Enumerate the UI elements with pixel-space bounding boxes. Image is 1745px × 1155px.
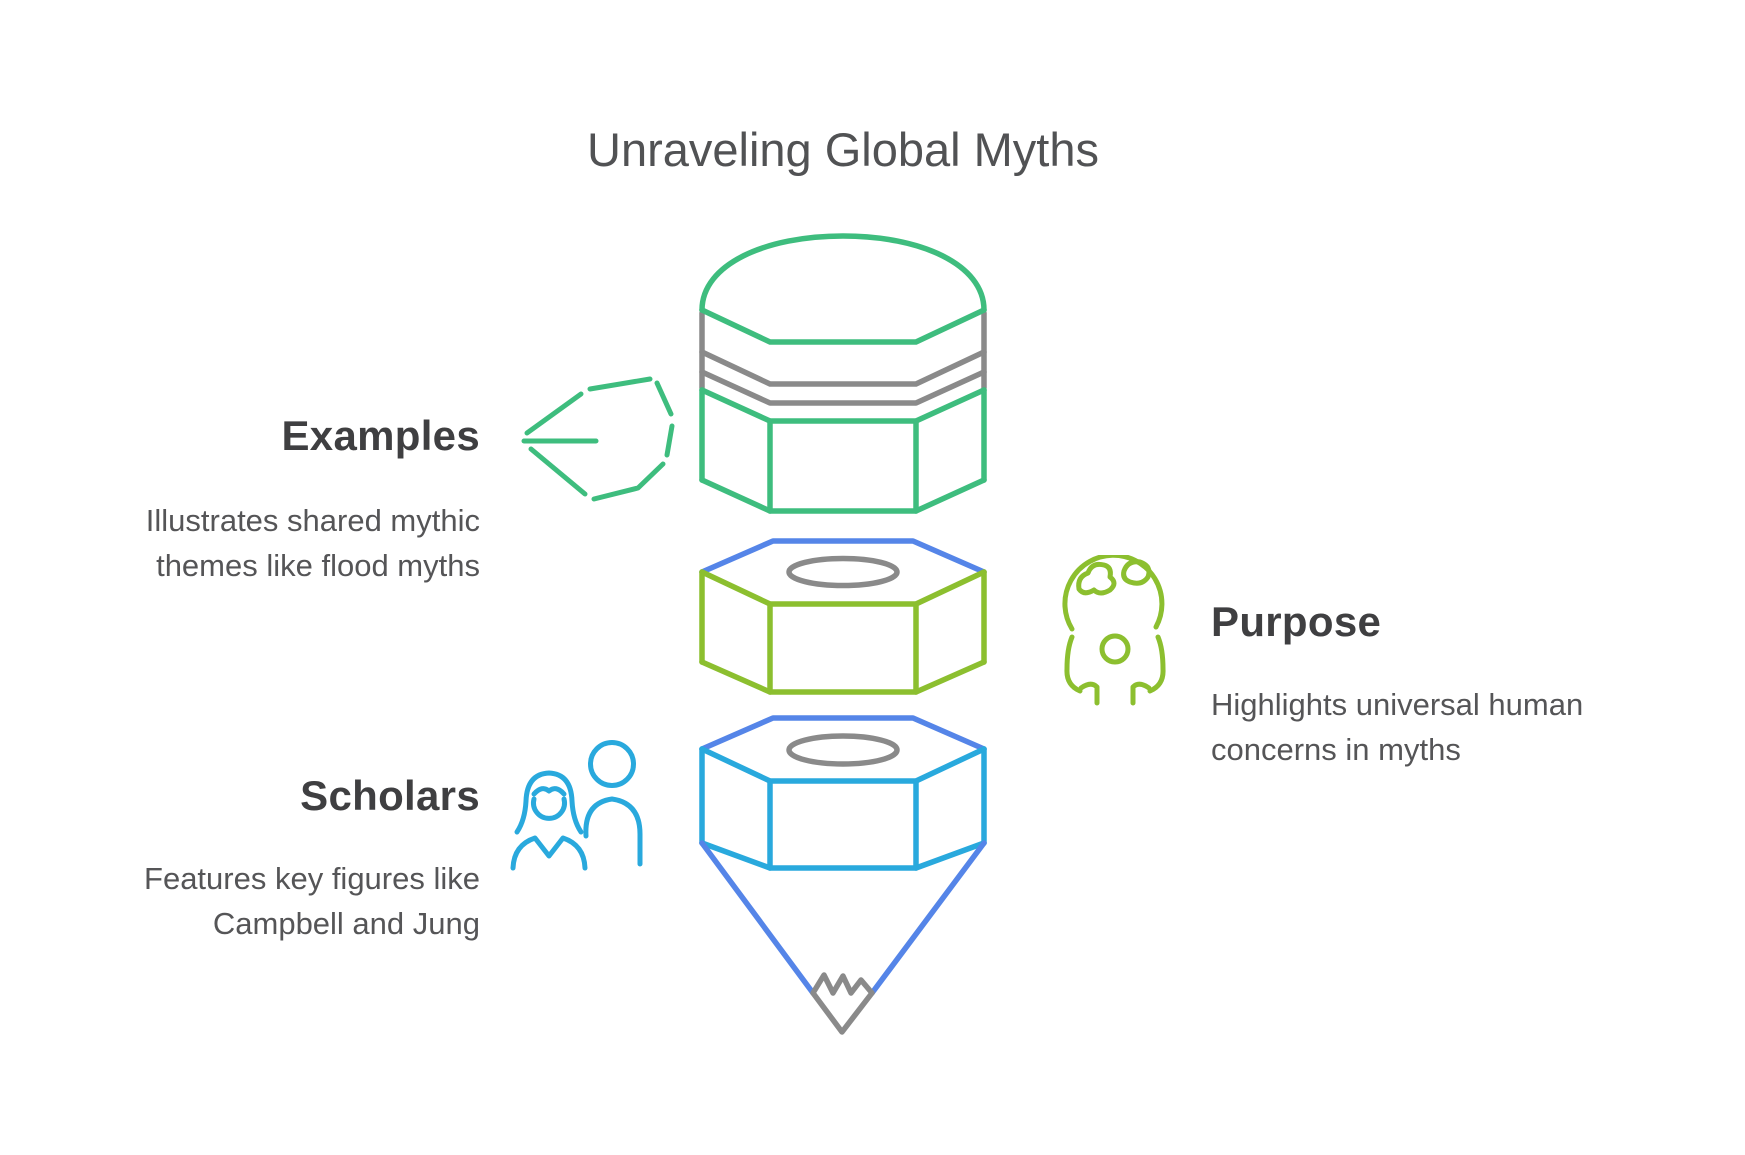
purpose-description-line2: concerns in myths	[1211, 732, 1461, 767]
purpose-description: Highlights universal human concerns in m…	[1211, 682, 1583, 772]
lower-top-front-edges	[699, 746, 987, 784]
scholars-description: Features key figures like Campbell and J…	[144, 856, 480, 946]
upper-segment-edges	[699, 387, 987, 514]
lower-bottom-edges	[699, 840, 987, 871]
back-person-head	[588, 740, 636, 788]
middle-side-edges	[699, 569, 987, 695]
eraser-cap	[699, 233, 987, 514]
front-person-face	[531, 796, 567, 821]
pencil-graphic	[699, 233, 987, 1035]
lower-core-ellipse	[786, 733, 900, 767]
person-left-arm	[1064, 634, 1083, 694]
person-right-arm	[1147, 634, 1166, 694]
eraser-base-rim	[699, 307, 987, 345]
lower-top-back-edges	[699, 715, 987, 752]
middle-core-ellipse	[786, 555, 900, 589]
front-person-body	[510, 835, 588, 871]
middle-top-front-edges	[699, 569, 987, 607]
scholars-heading: Scholars	[300, 772, 480, 819]
purpose-heading: Purpose	[1211, 598, 1382, 645]
person-holding-globe-icon	[1062, 555, 1166, 706]
ferrule-stripe-2	[699, 369, 987, 406]
lower-side-edges	[699, 746, 987, 871]
examples-heading: Examples	[281, 412, 480, 459]
upper-hex-barrel	[699, 538, 987, 695]
lower-hex-barrel	[699, 715, 987, 871]
back-person-body	[583, 796, 643, 867]
examples-description-line2: themes like flood myths	[156, 548, 480, 583]
person-right-leg	[1130, 681, 1152, 706]
front-person-fringe	[531, 786, 567, 797]
examples-description-line1: Illustrates shared mythic	[145, 503, 480, 538]
arrow-3d-left-icon	[521, 376, 675, 502]
globe-outline	[1062, 555, 1165, 632]
front-person-hair	[514, 770, 584, 835]
upper-segment-top-rim	[699, 387, 987, 424]
middle-bottom-edges	[699, 659, 987, 695]
middle-top-back-edges	[699, 538, 987, 575]
people-group-icon	[510, 740, 643, 871]
examples-description: Illustrates shared mythic themes like fl…	[146, 498, 480, 588]
ferrule-stripe-1	[699, 349, 987, 387]
eraser-dome	[699, 233, 987, 313]
sharpened-tip	[699, 840, 987, 1035]
globe-continent-left	[1076, 561, 1117, 596]
person-left-leg	[1078, 681, 1100, 706]
page-title: Unraveling Global Myths	[587, 123, 1099, 176]
purpose-description-line1: Highlights universal human	[1211, 687, 1584, 722]
tip-cone-edges	[699, 840, 987, 996]
ferrule-side-edges	[699, 310, 987, 391]
upper-segment-bottom	[699, 477, 987, 514]
tip-lead	[810, 972, 875, 1035]
person-head	[1099, 633, 1131, 665]
scholars-description-line1: Features key figures like	[144, 861, 480, 896]
scholars-description-line2: Campbell and Jung	[212, 906, 480, 941]
globe-continent-right	[1121, 559, 1152, 586]
